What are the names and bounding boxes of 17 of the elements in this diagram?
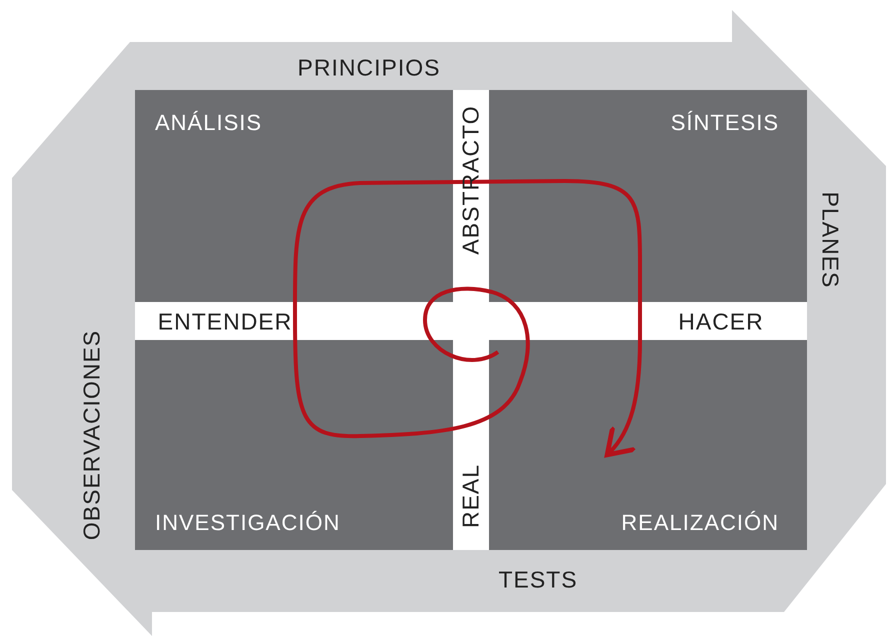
quadrant-panel <box>489 90 807 302</box>
axis-label: REAL <box>460 464 482 528</box>
axis-label: HACER <box>678 310 764 334</box>
spiral-arrow <box>292 179 642 458</box>
quadrant-title: REALIZACIÓN <box>621 510 779 536</box>
quadrant-panel <box>135 340 453 550</box>
quadrant-panel <box>135 90 453 302</box>
side-label: TESTS <box>498 568 578 592</box>
side-label: PLANES <box>818 192 842 288</box>
quadrant-panel <box>489 340 807 550</box>
axis-label: ABSTRACTO <box>460 105 482 255</box>
side-label: OBSERVACIONES <box>80 330 104 540</box>
quadrant-title: INVESTIGACIÓN <box>155 510 340 536</box>
quadrant-title: SÍNTESIS <box>670 110 779 136</box>
side-label: PRINCIPIOS <box>298 56 440 80</box>
quadrant-title: ANÁLISIS <box>155 110 262 136</box>
axis-label: ENTENDER <box>158 310 292 334</box>
